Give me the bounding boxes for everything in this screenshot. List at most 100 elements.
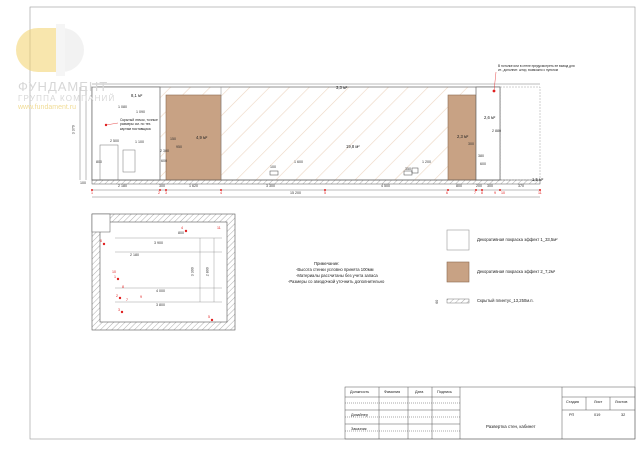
plan-mark: 7 <box>126 298 128 302</box>
height-dim: 600 <box>161 159 167 163</box>
wall-elevation <box>79 71 541 198</box>
plan-mark: 6 <box>100 239 102 243</box>
axis-mark: 7 <box>474 191 476 195</box>
legend-plinth-mark: 60 <box>435 299 440 304</box>
axis-mark: 5 <box>324 191 326 195</box>
legend-plinth-label: Скрытый плинтус_13,250м.п. <box>477 298 534 303</box>
decor-panel-right <box>447 94 477 181</box>
notes-line: -Материалы рассчитаны без учета запаса <box>296 273 378 278</box>
plan-mark: 8 <box>122 285 124 289</box>
bottom-dim: 2 180 <box>118 184 127 188</box>
plan-mark: 9 <box>140 295 142 299</box>
plan-dim: 2 180 <box>130 253 139 257</box>
inner-dim: 1 200 <box>422 160 431 164</box>
elevation-top-note: В потолке или в стене предусмотреть ее в… <box>498 64 575 73</box>
legend-swatch-plinth <box>446 298 470 304</box>
company-website: www.fundament.ru <box>18 104 76 111</box>
bottom-dim: 300 <box>159 184 165 188</box>
plan-dim: 3 900 <box>154 241 163 245</box>
axis-mark: 4 <box>220 191 222 195</box>
bottom-dim: 3 300 <box>266 184 275 188</box>
plan-mark: 1 <box>114 275 116 279</box>
plan-mark: 3 <box>118 308 120 312</box>
tb-row-label: Должность <box>350 390 370 394</box>
plan-mark: 11 <box>217 226 221 230</box>
axis-mark: 8 <box>481 191 483 195</box>
tb-sheets-label: Листов <box>615 400 628 404</box>
sheet-frame <box>29 6 636 440</box>
company-subtitle: ГРУППА КОМПАНИЙ <box>18 94 116 103</box>
bottom-dim: 4 500 <box>381 184 390 188</box>
legend-label: Декоративная покраска эффект 2_7,2м² <box>477 269 556 274</box>
plan-mark: 10 <box>112 270 116 274</box>
tb-sheet: 019 <box>594 413 601 417</box>
bottom-dim: 1 620 <box>189 184 198 188</box>
height-dim: 1 100 <box>135 140 144 144</box>
title-block <box>344 386 636 440</box>
height-dim: 600 <box>480 162 486 166</box>
height-dim: 950 <box>176 145 182 149</box>
elevation-left-note: Скрытый лючок, точные размеры см. по тех… <box>120 118 158 131</box>
tb-row-label: Заказчик <box>351 427 367 431</box>
plan-dim: 2 800 <box>205 267 210 277</box>
plan-dim: 800 <box>178 231 184 235</box>
plan-mark: 2 <box>116 294 118 298</box>
height-dim: 300 <box>468 142 474 146</box>
legend-swatch-white <box>446 229 470 251</box>
legend-swatch-brown <box>446 261 470 283</box>
tb-col-label: Фамилия <box>384 390 401 394</box>
axis-mark: 9 <box>494 191 496 195</box>
overall-dim: 15 200 <box>290 191 301 195</box>
axis-mark: 3 <box>165 191 167 195</box>
height-dim: 100 <box>80 181 86 185</box>
plan-dim: 4 000 <box>156 289 165 293</box>
notes-title: Примечание: <box>314 261 340 266</box>
bottom-dim: 370 <box>518 184 524 188</box>
axis-mark: 2 <box>158 191 160 195</box>
bottom-dim: 200 <box>476 184 482 188</box>
tb-col-label: Дата <box>415 390 424 394</box>
bottom-dim: 800 <box>456 184 462 188</box>
tb-stage-label: Стадия <box>566 400 579 404</box>
plan-dim: 3 300 <box>190 267 195 277</box>
inner-dim: 100 <box>270 165 276 169</box>
area-main: 19,8 м² <box>346 144 360 149</box>
floor-plan <box>91 213 236 331</box>
height-dim: 1 080 <box>118 105 127 109</box>
tb-col-label: Подпись <box>437 390 453 394</box>
axis-mark: 6 <box>446 191 448 195</box>
height-dim: 800 <box>96 160 102 164</box>
axis-mark: 10 <box>501 191 505 195</box>
notes-line: -Размеры со звездочкой уточнить дополнит… <box>288 279 385 284</box>
area-right-small: 2,6 м² <box>484 115 496 120</box>
height-dim: 2 300 <box>160 149 169 153</box>
height-dim: 380 <box>478 154 484 158</box>
tb-stage: РП <box>569 413 575 417</box>
height-dim: 2 880 <box>492 129 501 133</box>
axis-mark: 1 <box>91 191 93 195</box>
tb-row-label: Дизайнер <box>351 413 368 417</box>
height-dim: 3 370 <box>71 125 76 135</box>
inner-dim: 1 600 <box>294 160 303 164</box>
legend-label: Декоративная покраска эффект 1_33,5м² <box>477 237 558 242</box>
area-left-top: 8,1 м² <box>131 93 143 98</box>
tb-sheets: 32 <box>621 413 626 417</box>
plan-mark: 5 <box>208 315 210 319</box>
company-logo <box>16 24 84 76</box>
area-left-panel: 4,9 м² <box>196 135 208 140</box>
notes-line: -Высота стенки условно принята 100мм <box>296 267 374 272</box>
bottom-dim: 300 <box>487 184 493 188</box>
inner-dim: 350 <box>405 167 411 171</box>
height-dim: 150 <box>170 137 176 141</box>
tb-sheet-label: Лист <box>594 400 603 404</box>
area-right-panel: 2,3 м² <box>457 134 469 139</box>
legend <box>446 229 470 304</box>
company-name: ФУНДАМЕНТ <box>18 79 109 94</box>
height-dim: 1 090 <box>136 110 145 114</box>
axis-mark: 11 <box>538 191 542 195</box>
height-dim: 2 500 <box>110 139 119 143</box>
plan-mark: 4 <box>181 226 183 230</box>
plan-dim: 3 800 <box>156 303 165 307</box>
